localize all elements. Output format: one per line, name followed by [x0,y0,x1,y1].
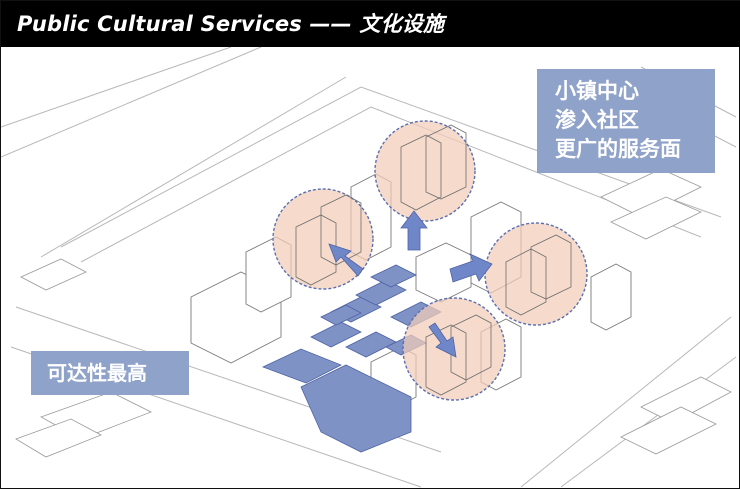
arrow-north [400,210,428,251]
page-title: Public Cultural Services —— 文化设施 [17,12,445,36]
arrow-east [449,253,493,283]
service-circle-east [484,222,588,326]
service-area-callout: 小镇中心 渗入社区 更广的服务面 [537,69,715,173]
service-circle-north [374,120,476,222]
radiation-arrows [328,210,493,358]
arrow-northwest [328,243,364,277]
callout-line: 渗入社区 [555,108,639,132]
site-plan-diagram [1,47,737,488]
callout-line: 更广的服务面 [555,137,681,161]
arrow-southeast [428,322,457,358]
callout-line: 小镇中心 [555,79,639,103]
accessibility-callout: 可达性最高 [31,351,189,395]
header-bar: Public Cultural Services —— 文化设施 [1,1,740,47]
residential-towers [295,124,572,396]
surrounding-parcels [15,168,732,458]
